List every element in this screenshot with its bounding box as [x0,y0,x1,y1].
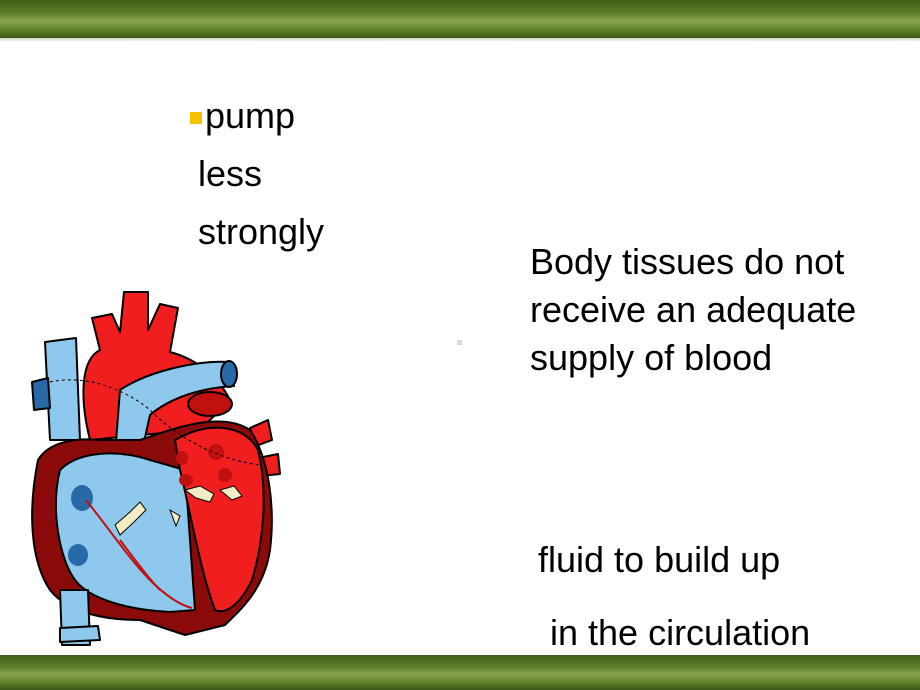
top-bar-shadow [0,38,920,42]
stray-dot [457,340,462,345]
bullet-icon [190,112,202,124]
bullet-line-2: less [198,153,263,194]
body-text-line-3: supply of blood [530,337,773,378]
body-text-line-2: receive an adequate [530,289,857,330]
fluid-text-line-1: fluid to build up [538,539,781,580]
body-text-line-1: Body tissues do not [530,241,845,282]
top-accent-bar [0,0,920,38]
bullet-line-3: strongly [198,211,325,252]
bottom-accent-bar [0,655,920,690]
bullet-line-1: pump [205,95,296,136]
fluid-text-line-2: in the circulation [550,612,811,653]
heart-illustration [31,291,281,646]
